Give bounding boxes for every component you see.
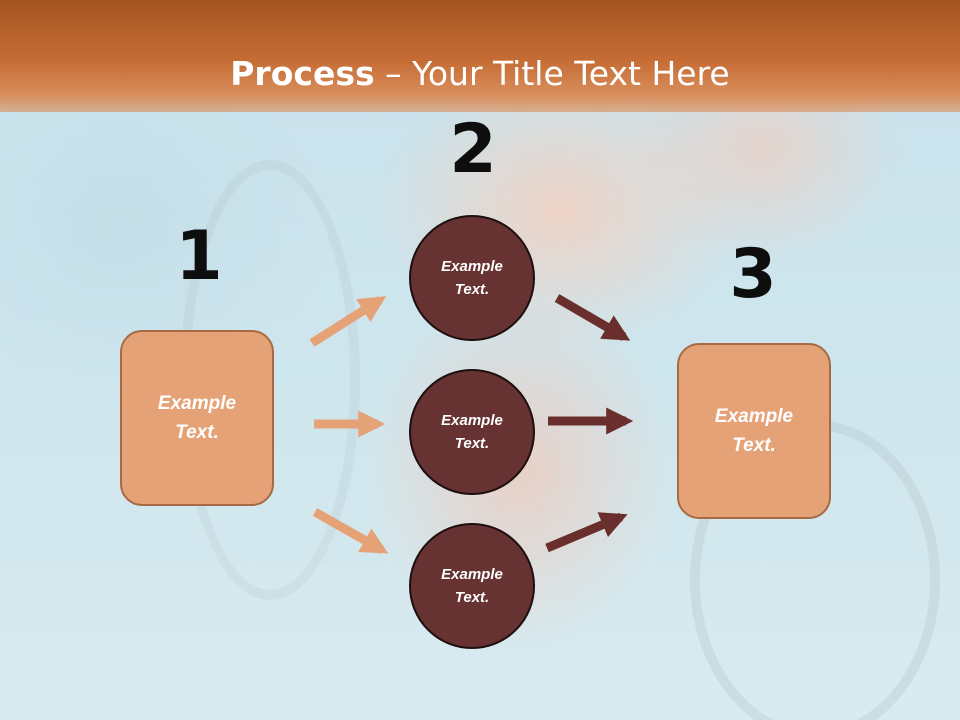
title-bold: Process [230, 54, 375, 93]
title-separator: – [374, 54, 413, 93]
step-1-box[interactable]: Example Text. [120, 330, 274, 506]
step-2-top-text: Example Text. [441, 258, 503, 298]
step-2-circle-bottom[interactable]: Example Text. [409, 523, 535, 649]
arrow-1-to-top [309, 296, 387, 347]
step-2-circle-middle[interactable]: Example Text. [409, 369, 535, 495]
title-rest: Your Title Text Here [412, 54, 730, 93]
step-number-3: 3 [729, 235, 777, 314]
step-3-box[interactable]: Example Text. [677, 343, 831, 519]
step-1-text: Example Text. [157, 393, 237, 443]
step-number-1: 1 [175, 217, 223, 296]
arrow-bottom-to-3 [545, 512, 628, 553]
slide-title[interactable]: Process – Your Title Text Here [0, 52, 960, 96]
step-3-text: Example Text. [714, 406, 794, 456]
step-2-circle-top[interactable]: Example Text. [409, 215, 535, 341]
step-number-2: 2 [449, 110, 497, 189]
arrow-top-to-3 [554, 294, 631, 341]
title-bar [0, 0, 960, 112]
step-2-bottom-text: Example Text. [441, 566, 503, 606]
step-2-middle-text: Example Text. [441, 412, 503, 452]
arrow-1-to-bottom [312, 508, 389, 554]
